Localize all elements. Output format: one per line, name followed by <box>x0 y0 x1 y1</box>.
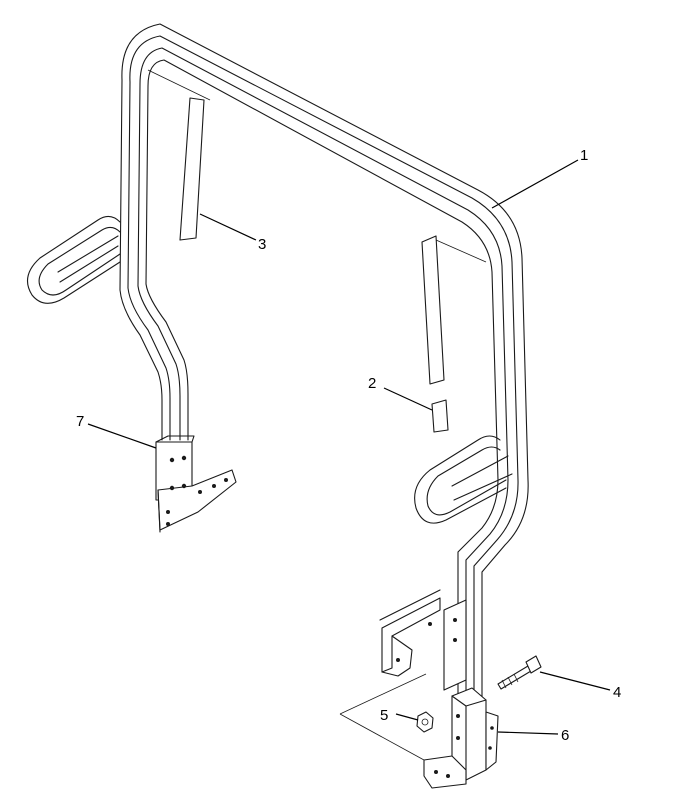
callout-labels: 1 2 3 4 5 6 7 <box>76 147 621 744</box>
nut-part-5 <box>416 711 434 733</box>
callout-5: 5 <box>380 707 388 724</box>
callout-4: 4 <box>613 684 621 701</box>
leader-4 <box>539 671 611 691</box>
bolt-hole <box>181 483 187 489</box>
bolt-hole <box>453 618 457 622</box>
callout-6: 6 <box>561 727 569 744</box>
bolt-hole <box>181 455 187 461</box>
bolt-hole <box>428 622 432 626</box>
leader-3 <box>199 213 257 241</box>
assembly-guide-lines <box>339 673 427 761</box>
decal-3 <box>147 69 211 241</box>
bolt-hole <box>446 774 450 778</box>
leader-2 <box>383 387 433 411</box>
lower-bracket-part-6 <box>423 687 499 789</box>
leader-6 <box>497 731 559 735</box>
leader-5 <box>395 713 419 721</box>
bolt-hole <box>453 638 457 642</box>
right-frame-bracket <box>379 589 467 691</box>
bolt-hole <box>434 770 438 774</box>
bolt-hole <box>396 658 400 662</box>
bolt-hole <box>456 714 460 718</box>
bolt-hole <box>488 746 492 750</box>
bolt-hole <box>212 484 216 488</box>
left-mount-bracket <box>155 435 237 533</box>
callout-3: 3 <box>258 236 266 253</box>
bolt-part-4 <box>497 655 542 690</box>
bolt-hole <box>169 457 175 463</box>
bolt-hole <box>456 736 460 740</box>
bolt-hole <box>198 490 202 494</box>
bolt-hole <box>224 478 228 482</box>
bolt-hole <box>166 510 170 514</box>
callout-7: 7 <box>76 413 84 430</box>
bolt-hole <box>166 522 170 526</box>
roll-bar-tube <box>26 23 529 701</box>
leader-7 <box>87 423 157 449</box>
callout-leaders <box>87 159 611 735</box>
callout-1: 1 <box>580 147 588 164</box>
decal-2 <box>421 235 487 433</box>
bolt-hole <box>169 485 175 491</box>
callout-2: 2 <box>368 375 376 392</box>
leader-1 <box>491 159 579 209</box>
bolt-hole <box>490 726 494 730</box>
